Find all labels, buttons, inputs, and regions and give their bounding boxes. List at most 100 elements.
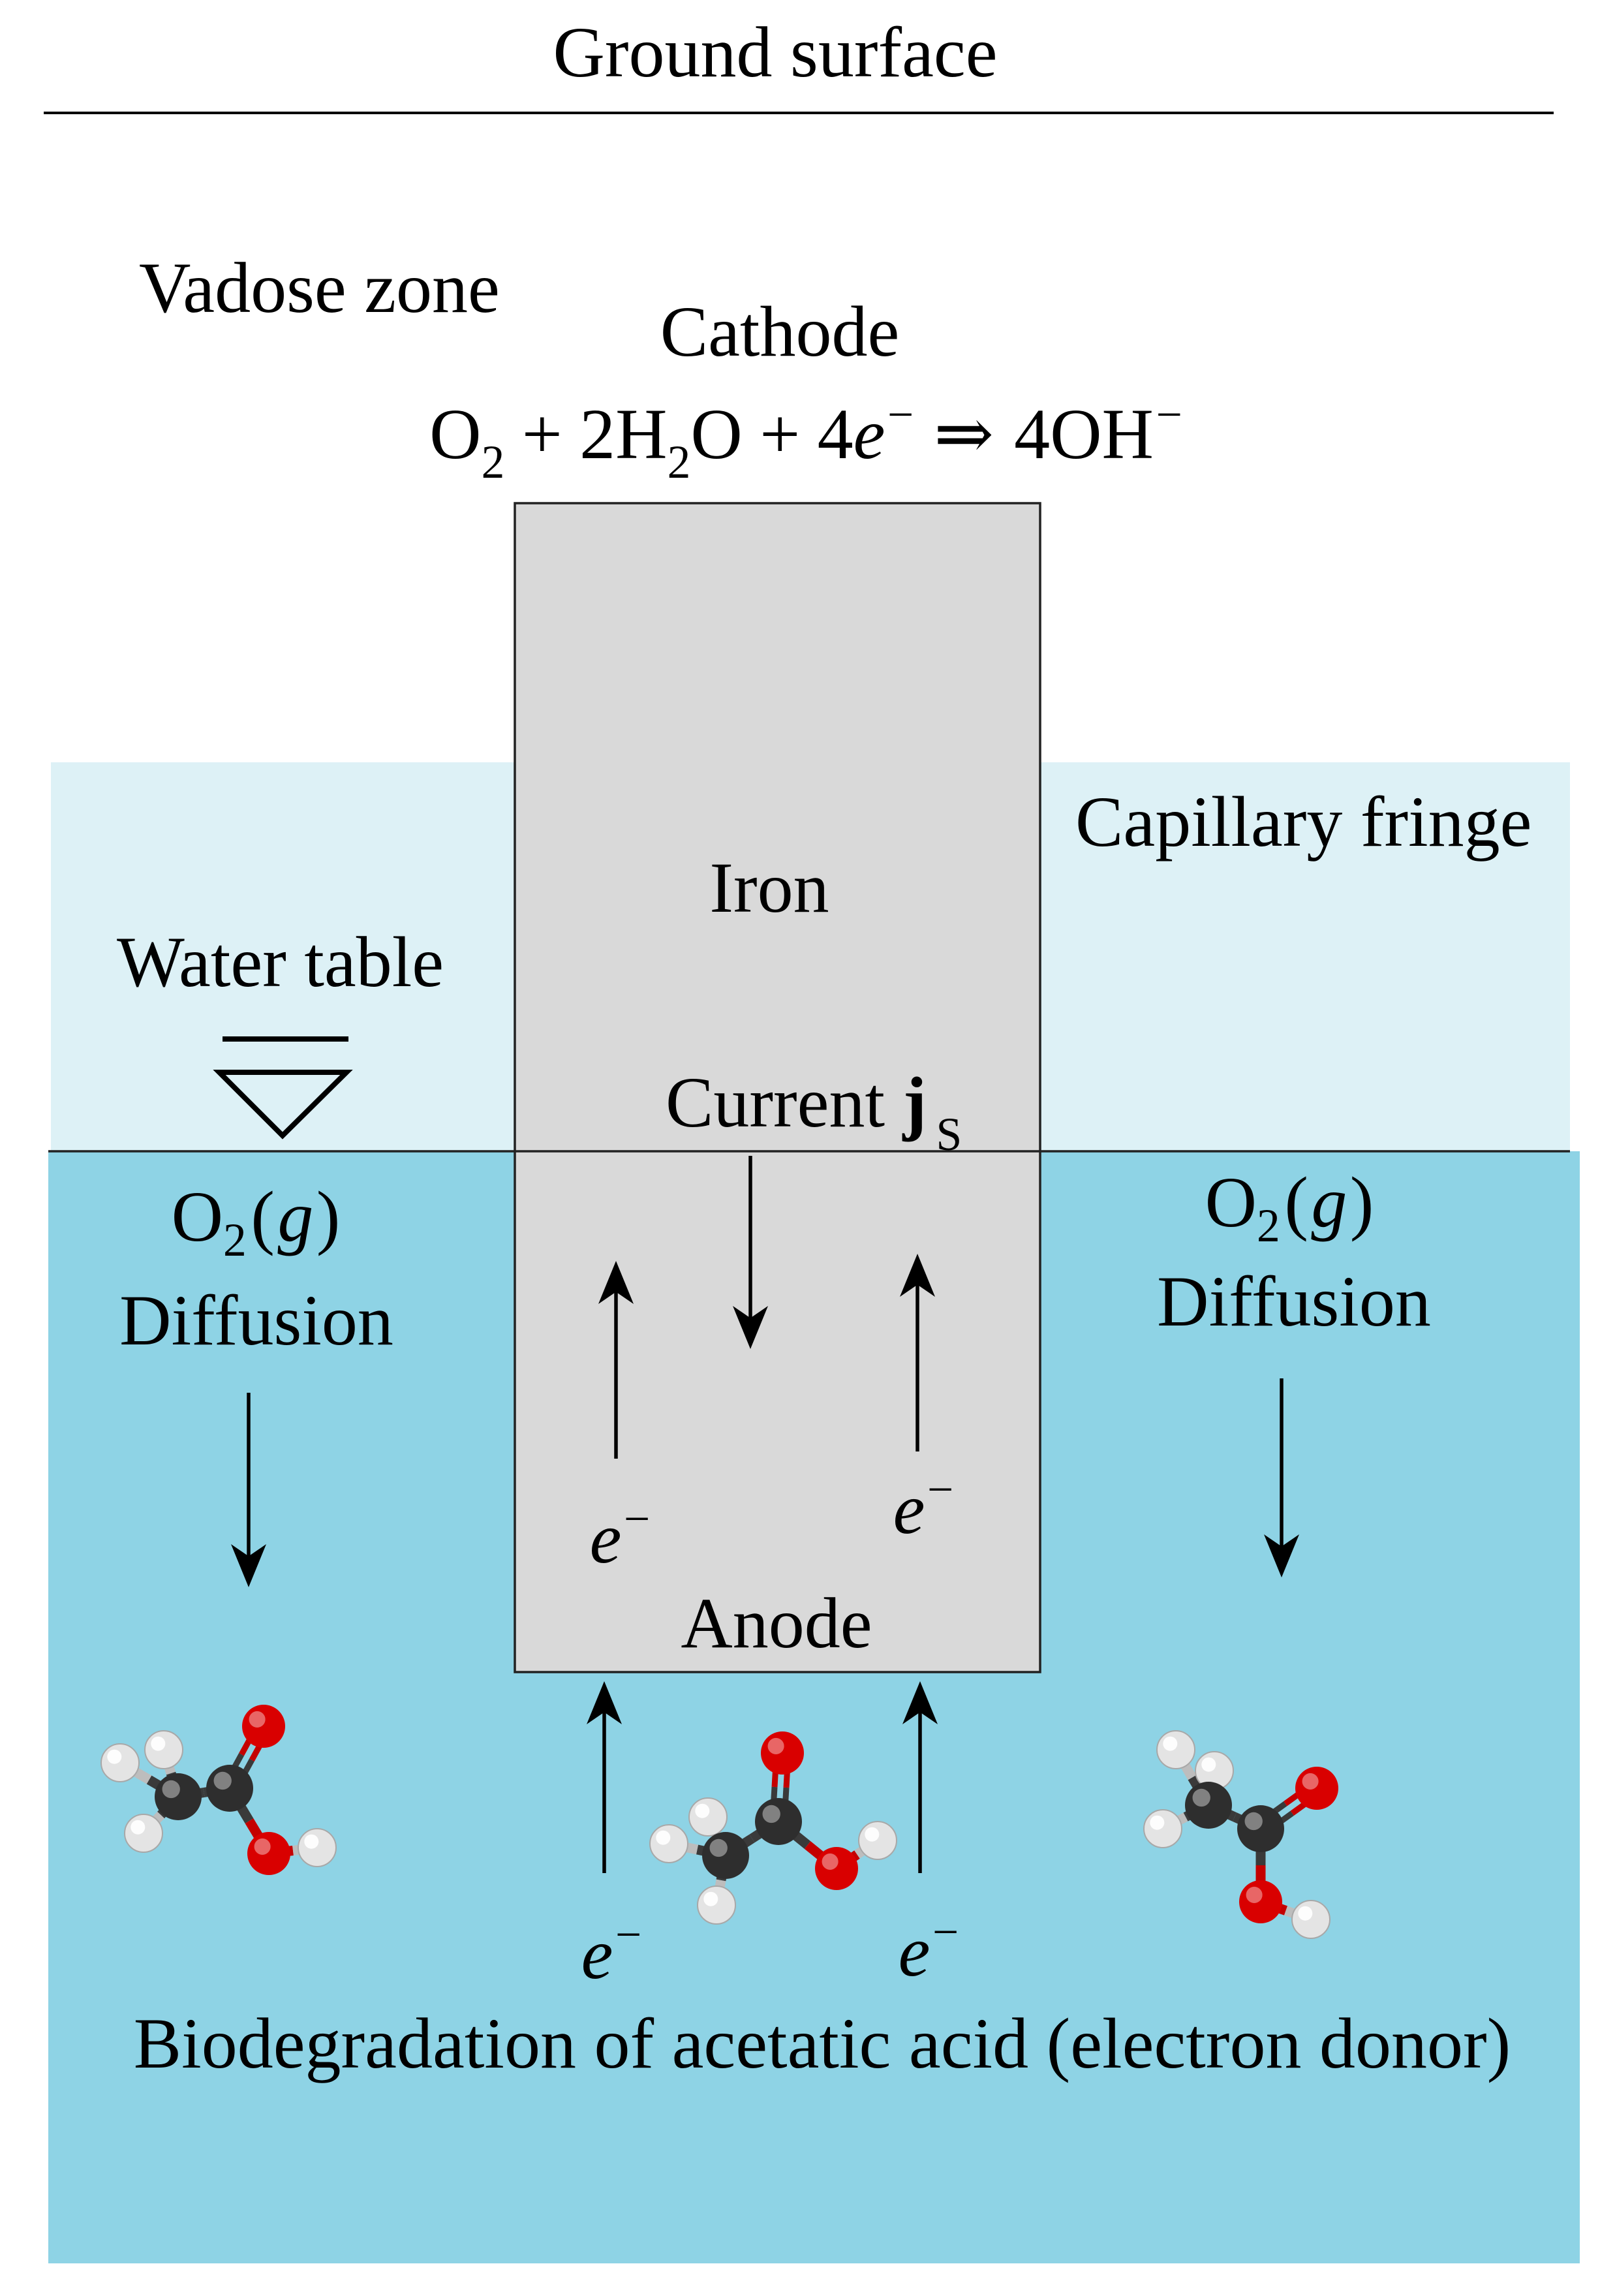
atom-highlight bbox=[254, 1838, 271, 1855]
electron-arrow-iron-left bbox=[598, 1261, 634, 1459]
current-symbol: j bbox=[902, 1063, 927, 1142]
atom-highlight bbox=[131, 1820, 146, 1835]
atom-ball bbox=[206, 1765, 253, 1812]
atom-highlight bbox=[1246, 1886, 1263, 1903]
atom-highlight bbox=[249, 1711, 266, 1728]
arrowhead bbox=[900, 1254, 935, 1297]
atom-highlight bbox=[151, 1736, 166, 1751]
electron-symbol: e bbox=[589, 1498, 622, 1578]
atom-ball bbox=[1239, 1880, 1282, 1923]
atom-ball bbox=[697, 1885, 736, 1925]
atom-highlight bbox=[695, 1803, 710, 1818]
hydrogen-atom bbox=[1143, 1809, 1182, 1848]
open-paren: ( bbox=[251, 1177, 275, 1256]
carbon-atom bbox=[702, 1832, 749, 1879]
atom-highlight bbox=[107, 1749, 122, 1764]
hydrogen-atom bbox=[697, 1885, 736, 1925]
atom-ball bbox=[100, 1743, 140, 1782]
equation-superscript: − bbox=[1156, 389, 1182, 441]
atom-ball bbox=[155, 1773, 202, 1820]
atom-highlight bbox=[1192, 1788, 1210, 1807]
hydrogen-atom bbox=[858, 1821, 897, 1860]
water-table-symbol-triangle bbox=[213, 1070, 353, 1140]
equation-hydroxide: 4OH bbox=[1014, 394, 1154, 474]
arrowhead bbox=[902, 1681, 938, 1724]
atom-ball bbox=[688, 1797, 728, 1837]
electron-charge: − bbox=[927, 1464, 954, 1516]
current-arrow bbox=[733, 1156, 768, 1349]
atom-ball bbox=[242, 1705, 285, 1748]
cathode-reaction-equation: O2+2H2O+4e−⇒4OH− bbox=[429, 392, 1182, 486]
electron-label-donor-right: e− bbox=[899, 1909, 959, 1987]
electron-charge: − bbox=[624, 1493, 651, 1545]
atom-ball bbox=[1143, 1809, 1182, 1848]
hydrogen-atom bbox=[688, 1797, 728, 1837]
water-table-label: Water table bbox=[117, 922, 444, 1002]
carbon-atom bbox=[755, 1798, 802, 1845]
equation-oxygen: O bbox=[429, 394, 482, 474]
atom-highlight bbox=[767, 1737, 784, 1754]
arrowhead bbox=[587, 1681, 622, 1724]
close-paren: ) bbox=[316, 1177, 341, 1256]
atom-ball bbox=[755, 1798, 802, 1845]
electron-symbol: e bbox=[898, 1912, 931, 1991]
oxygen-subscript: 2 bbox=[223, 1214, 247, 1266]
oxygen-atom bbox=[1295, 1767, 1338, 1810]
diffusion-label-right: Diffusion bbox=[1157, 1262, 1431, 1341]
electron-arrow-donor-left bbox=[587, 1681, 622, 1873]
hydrogen-atom bbox=[298, 1828, 337, 1867]
current-text: Current bbox=[666, 1063, 885, 1142]
biodegradation-caption: Biodegradation of acetatic acid (electro… bbox=[133, 2004, 1511, 2083]
carbon-atom bbox=[206, 1765, 253, 1812]
vadose-zone-label: Vadose zone bbox=[139, 248, 500, 328]
oxygen-atom bbox=[761, 1731, 804, 1775]
equation-subscript: 2 bbox=[481, 437, 505, 489]
atom-ball bbox=[702, 1832, 749, 1879]
atom-highlight bbox=[304, 1834, 319, 1849]
capillary-fringe-label: Capillary fringe bbox=[1075, 782, 1532, 861]
electron-label-iron-left: e− bbox=[590, 1496, 651, 1574]
atom-highlight bbox=[1244, 1812, 1263, 1831]
electron-arrow-donor-right bbox=[902, 1681, 938, 1873]
atom-ball bbox=[124, 1814, 163, 1853]
atom-highlight bbox=[162, 1780, 180, 1799]
atom-ball bbox=[858, 1821, 897, 1860]
arrowhead bbox=[733, 1306, 768, 1349]
atom-highlight bbox=[656, 1830, 671, 1845]
carbon-atom bbox=[155, 1773, 202, 1820]
atom-highlight bbox=[865, 1827, 880, 1842]
oxygen-symbol: O bbox=[171, 1177, 224, 1256]
equation-superscript: − bbox=[887, 389, 914, 441]
acetic-acid-molecule-center bbox=[649, 1731, 897, 1925]
oxygen-gas-label-right: O2(g) bbox=[1205, 1166, 1374, 1249]
electron-charge: − bbox=[932, 1906, 959, 1959]
atom-ball bbox=[247, 1832, 290, 1875]
atom-highlight bbox=[1150, 1815, 1165, 1830]
molecules-layer bbox=[100, 1705, 1338, 1939]
iron-electrode bbox=[514, 502, 1041, 1673]
atom-ball bbox=[1291, 1900, 1330, 1939]
equation-plus: + bbox=[521, 394, 562, 474]
equation-coefficient: 4 bbox=[817, 394, 854, 474]
equation-electron: e bbox=[853, 394, 885, 474]
close-paren: ) bbox=[1349, 1162, 1374, 1242]
atom-ball bbox=[1237, 1805, 1284, 1852]
electron-symbol: e bbox=[893, 1469, 925, 1549]
electron-label-donor-left: e− bbox=[581, 1912, 642, 1990]
equation-plus: + bbox=[760, 394, 801, 474]
arrowhead bbox=[231, 1544, 266, 1587]
atom-highlight bbox=[1298, 1906, 1313, 1921]
oxygen-diffusion-arrow-left bbox=[231, 1393, 266, 1587]
hydrogen-atom bbox=[124, 1814, 163, 1853]
hydrogen-atom bbox=[1156, 1730, 1195, 1769]
iron-label: Iron bbox=[709, 848, 829, 927]
oxygen-gas-label-left: O2(g) bbox=[172, 1181, 341, 1264]
electron-arrow-iron-right bbox=[900, 1254, 935, 1451]
current-subscript: S bbox=[936, 1108, 962, 1160]
electron-symbol: e bbox=[581, 1914, 613, 1994]
hydrogen-atom bbox=[100, 1743, 140, 1782]
atom-highlight bbox=[822, 1853, 838, 1870]
hydrogen-atom bbox=[1291, 1900, 1330, 1939]
hydrogen-atom bbox=[649, 1824, 688, 1863]
